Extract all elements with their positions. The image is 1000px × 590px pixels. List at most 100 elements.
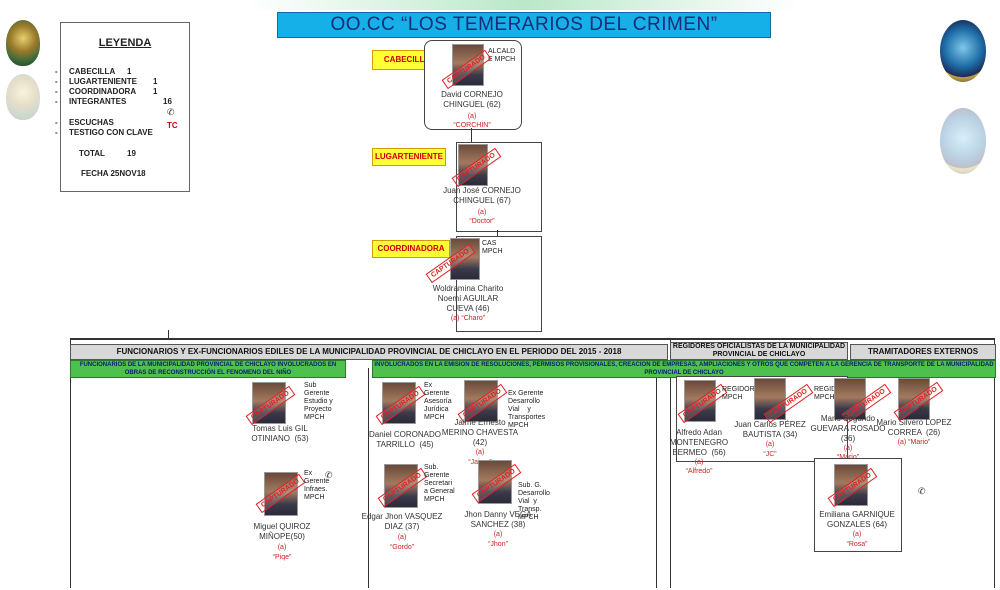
cargo-member: Sub. G. Desarrollo Vial y Transp. MPCH: [518, 482, 550, 521]
legend-row-escuchas: -ESCUCHAS: [55, 118, 114, 127]
photo-cabecilla: [452, 44, 484, 86]
justice-emblem-faded-icon: [940, 108, 986, 174]
role-flag-lugarteniente: LUGARTENIENTE: [372, 148, 446, 166]
alias-prefix-member: (a): [277, 544, 287, 551]
connector-line: [670, 338, 671, 588]
photo-member: [382, 382, 416, 424]
alias-member: (a) “Mario”: [897, 439, 931, 446]
legend-count-cabecilla: 1: [127, 67, 132, 76]
connector-line: [70, 338, 71, 588]
cargo-member: REGIDOR MPCH: [814, 386, 847, 401]
alias-lugarteniente: “Doctor”: [469, 218, 495, 225]
legend-count-lugarteniente: 1: [153, 77, 158, 86]
name-lugarteniente: Juan José CORNEJO CHINGUEL (67): [443, 186, 521, 205]
section-regidores: REGIDORES OFICIALISTAS DE LA MUNICIPALID…: [670, 342, 848, 360]
section-funcionarios: FUNCIONARIOS Y EX-FUNCIONARIOS EDILES DE…: [70, 344, 668, 360]
legend-count-integrantes: 16: [163, 97, 172, 106]
legend-total-label: TOTAL: [79, 149, 105, 158]
phone-icon: ✆: [167, 107, 175, 117]
role-flag-coordinadora: COORDINADORA: [372, 240, 450, 258]
alias-prefix-member: (a): [852, 531, 862, 538]
legend-date: FECHA 25NOV18: [81, 169, 146, 178]
chart-title: OO.CC “LOS TEMERARIOS DEL CRIMEN”: [277, 12, 771, 38]
cargo-cabecilla: ALCALD E MPCH: [488, 48, 516, 63]
photo-member: [252, 382, 286, 424]
name-cabecilla: David CORNEJO CHINGUEL (62): [441, 90, 503, 109]
alias-member: “Rosa”: [846, 541, 868, 548]
name-member: Daniel CORONADO TARRILLO (45): [368, 430, 441, 449]
alias-member: “JC”: [763, 451, 777, 458]
legend-row-testigo: -TESTIGO CON CLAVE: [55, 128, 153, 137]
photo-member: [264, 472, 298, 516]
legend-count-coordinadora: 1: [153, 87, 158, 96]
photo-member: [684, 380, 716, 422]
photo-member: [898, 378, 930, 420]
phone-icon: ✆: [918, 404, 926, 414]
photo-coordinadora: [450, 238, 480, 280]
phone-icon: ✆: [325, 470, 333, 480]
alias-member: “Mario”: [808, 453, 888, 462]
legend-heading: LEYENDA: [98, 37, 152, 49]
legend-row-lugarteniente: -LUGARTENIENTE: [55, 77, 137, 86]
alias-prefix-member: (a): [493, 531, 503, 538]
photo-member: [384, 464, 418, 508]
alias-prefix-member: (a): [765, 441, 775, 448]
alias-cabecilla: “CORCHIN”: [453, 122, 491, 129]
alias-member: “Piqe”: [272, 554, 292, 561]
name-member: Mario Segundo GUEVARA ROSADO (36): [810, 414, 886, 443]
name-member: Alfredo Adan MONTENEGRO BERMEO (56): [669, 428, 729, 457]
subsection-reconstruccion: FUNCIONARIOS DE LA MUNICIPALIDAD PROVINC…: [70, 360, 346, 378]
name-member: Emiliana GARNIQUE GONZALES (64): [819, 510, 895, 529]
legend-row-integrantes: -INTEGRANTES: [55, 97, 127, 106]
connector-line: [368, 368, 369, 588]
alias-member: “Alfredo”: [685, 468, 713, 475]
alias-member: “Jhon”: [488, 541, 508, 548]
alias-prefix-cabecilla: (a): [467, 113, 477, 120]
cargo-coordinadora: CAS MPCH: [482, 240, 503, 255]
legend-row-cabecilla: -CABECILLA: [55, 67, 116, 76]
photo-member: [754, 378, 786, 420]
name-member: Tomas Luis GIL OTINIANO (53): [251, 424, 309, 443]
legend-box: LEYENDA -CABECILLA 1 -LUGARTENIENTE 1 -C…: [55, 22, 190, 192]
photo-member: [478, 460, 512, 504]
section-tramitadores: TRAMITADORES EXTERNOS: [850, 344, 996, 360]
alias-prefix-member: (a): [843, 445, 853, 452]
legend-total-value: 19: [127, 149, 136, 158]
name-coordinadora: Woldramina Charito Noemí AGUILAR CUEVA (…: [432, 284, 504, 313]
photo-member: [834, 464, 868, 506]
cargo-member: REGIDOR MPCH: [722, 386, 755, 401]
alias-prefix-lugarteniente: (a): [477, 209, 487, 216]
justice-emblem-icon: [940, 20, 986, 82]
photo-member: [834, 378, 866, 420]
connector-line: [656, 378, 657, 588]
phone-icon: ✆: [918, 486, 926, 496]
alias-prefix-member: (a): [397, 534, 407, 541]
connector-line: [70, 338, 994, 340]
connector-line: [497, 230, 498, 236]
legend-row-coordinadora: -COORDINADORA: [55, 87, 137, 96]
name-member: Edgar Jhon VASQUEZ DIAZ (37): [361, 512, 443, 531]
police-emblem-icon: [6, 20, 40, 66]
alias-coordinadora: (a) “Charo”: [450, 315, 486, 322]
cargo-member: Sub. Gerente Secretari a General MPCH: [424, 464, 455, 503]
photo-lugarteniente: [458, 144, 488, 186]
name-member: Mario Silvero LOPEZ CORREA (26): [876, 418, 952, 437]
photo-member: [464, 380, 498, 422]
cargo-member: Sub Gerente Estudio y Proyecto MPCH: [304, 382, 333, 421]
name-member: Miguel QUIROZ MIÑOPE(50): [253, 522, 311, 541]
name-member: Jhon Danny VEGA SANCHEZ (38): [464, 510, 532, 529]
alias-member: “Gordo”: [389, 544, 415, 551]
cargo-member: Ex Gerente Infraes. MPCH: [304, 470, 330, 501]
name-member: Juan Carlos PÉREZ BAUTISTA (34): [734, 420, 806, 439]
cargo-member: Ex Gerente Desarrollo Vial y Transportes…: [508, 390, 546, 429]
connector-line: [994, 338, 995, 588]
cargo-member: Ex Gerente Asesoría Jurídica MPCH: [424, 382, 452, 421]
police-emblem-faded-icon: [6, 74, 40, 120]
top-gradient-band: [250, 0, 800, 10]
legend-tc-mark: TC: [167, 121, 178, 130]
alias-prefix-member: (a): [475, 449, 485, 456]
alias-prefix-member: (a): [694, 459, 704, 466]
name-member: Jaime Ernesto MERINO CHAVESTA (42): [441, 418, 519, 447]
connector-line: [168, 330, 169, 340]
connector-line: [471, 128, 472, 142]
